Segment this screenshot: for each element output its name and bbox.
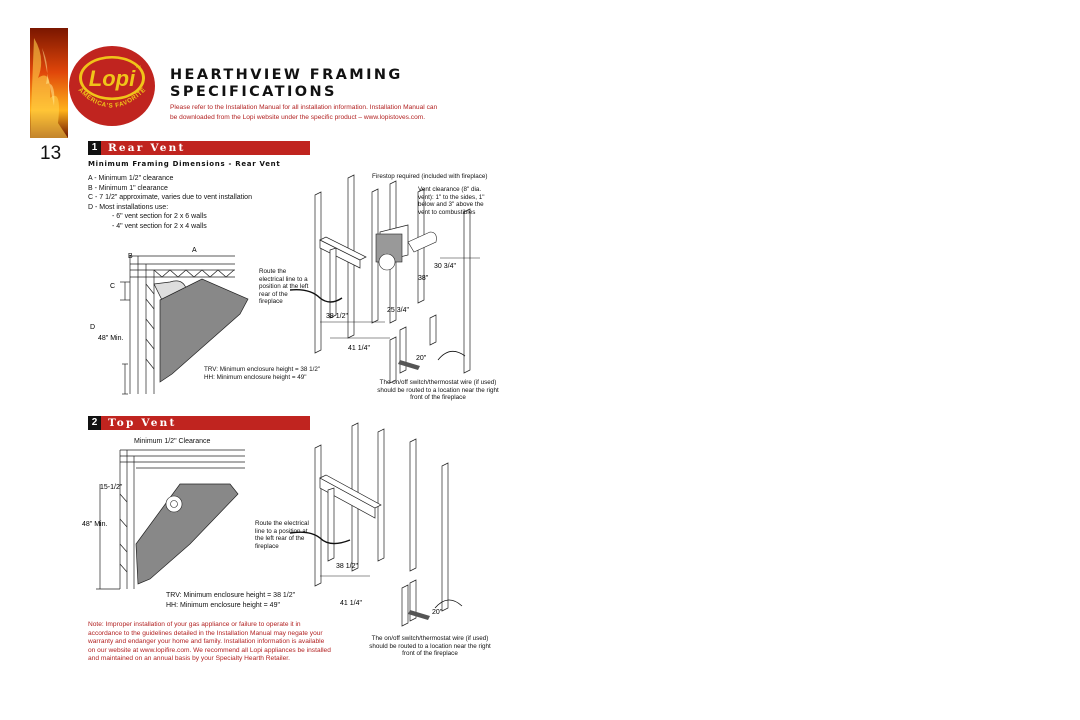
list-item: - 4" vent section for 2 x 4 walls bbox=[112, 222, 207, 230]
label-d: D bbox=[90, 324, 95, 331]
vent-clearance-line: vent): 1" to the sides, 1" bbox=[418, 193, 485, 201]
top-vent-framing-diagram: 38 1/2" 41 1/4" 20" bbox=[290, 422, 463, 627]
clearance-list: A - Minimum 1/2" clearance B - Minimum 1… bbox=[88, 174, 252, 232]
dim-15-1-2: 15-1/2" bbox=[100, 484, 123, 491]
switch-note: The on/off switch/thermostat wire (if us… bbox=[364, 379, 512, 402]
label-c: C bbox=[110, 283, 115, 290]
dim-38-1-2: 38 1/2" bbox=[326, 313, 348, 320]
route-electrical-text: Route the electrical line to a position … bbox=[259, 268, 308, 306]
dim-25-3-4: 25 3/4" bbox=[387, 307, 409, 314]
height-trv: TRV: Minimum enclosure height = 38 1/2" bbox=[166, 592, 296, 599]
height-hh: HH: Minimum enclosure height = 49" bbox=[166, 601, 280, 609]
rear-vent-side-diagram: A B C D 48" Min. bbox=[90, 247, 249, 395]
dim-41-1-4: 41 1/4" bbox=[340, 600, 362, 607]
enclosure-heights: TRV: Minimum enclosure height = 38 1/2" … bbox=[166, 591, 295, 610]
intro-line-1: Please refer to the Installation Manual … bbox=[170, 104, 438, 111]
section-label: Top Vent bbox=[108, 417, 177, 429]
height-trv: TRV: Minimum enclosure height = 38 1/2" bbox=[204, 366, 321, 373]
height-hh: HH: Minimum enclosure height = 49" bbox=[204, 373, 307, 381]
note-line: accordance to the guidelines detailed in… bbox=[88, 629, 323, 637]
route-line: Route the electrical bbox=[255, 520, 309, 527]
page-title: HEARTHVIEW FRAMING SPECIFICATIONS bbox=[170, 67, 403, 101]
dim-20: 20" bbox=[432, 609, 443, 616]
warranty-note: Note: Improper installation of your gas … bbox=[88, 621, 331, 664]
section-bar-top-vent: 2 Top Vent bbox=[88, 416, 310, 430]
dim-20: 20" bbox=[416, 355, 427, 362]
title-line-2: SPECIFICATIONS bbox=[170, 84, 337, 100]
rear-vent-framing-diagram: 30 3/4" 38" 25 3/4" 38 1/2" 41 1/4" 20" bbox=[290, 174, 480, 384]
note-line: Note: Improper installation of your gas … bbox=[88, 621, 301, 628]
route-line: Route the bbox=[259, 268, 287, 275]
dim-30-3-4: 30 3/4" bbox=[434, 263, 456, 270]
label-48-min: 48" Min. bbox=[98, 335, 123, 342]
route-line: line to a position at bbox=[255, 527, 308, 535]
firestop-note: Firestop required (included with firepla… bbox=[372, 173, 488, 180]
list-item: A - Minimum 1/2" clearance bbox=[88, 175, 174, 182]
switch-line: front of the fireplace bbox=[410, 394, 466, 402]
note-line: on our website at www.lopifire.com. We r… bbox=[88, 646, 331, 654]
route-line: fireplace bbox=[259, 298, 283, 306]
switch-line: The on/off switch/thermostat wire (if us… bbox=[379, 379, 497, 386]
list-item: C - 7 1/2" approximate, varies due to ve… bbox=[88, 194, 252, 202]
vent-clearance-line: vent to combustibles bbox=[418, 208, 476, 216]
switch-line: should be routed to a location near the … bbox=[369, 642, 491, 650]
route-line: fireplace bbox=[255, 542, 279, 550]
title-line-1: HEARTHVIEW FRAMING bbox=[170, 67, 403, 83]
note-line: warranty and endanger your home and fami… bbox=[88, 638, 325, 646]
route-line: rear of the bbox=[259, 290, 288, 298]
list-item: D - Most installations use: bbox=[88, 203, 169, 211]
intro-text: Please refer to the Installation Manual … bbox=[170, 103, 470, 123]
subheading: Minimum Framing Dimensions - Rear Vent bbox=[88, 160, 281, 168]
label-b: B bbox=[128, 253, 133, 260]
enclosure-heights: TRV: Minimum enclosure height = 38 1/2" … bbox=[204, 366, 320, 381]
dim-38-1-2: 38 1/2" bbox=[336, 563, 358, 570]
vent-clearance-note: Vent clearance (8" dia. vent): 1" to the… bbox=[418, 186, 484, 216]
label-48-min: 48" Min. bbox=[82, 521, 107, 528]
vent-clearance-line: below and 3" above the bbox=[418, 201, 484, 209]
route-line: the left rear of the bbox=[255, 535, 305, 543]
section-number: 1 bbox=[88, 141, 101, 155]
intro-line-2: be downloaded from the Lopi website unde… bbox=[170, 114, 426, 121]
label-a: A bbox=[192, 247, 197, 254]
list-item: - 6" vent section for 2 x 6 walls bbox=[112, 213, 207, 221]
switch-note: The on/off switch/thermostat wire (if us… bbox=[360, 635, 500, 658]
section-number: 2 bbox=[88, 416, 101, 430]
switch-line: front of the fireplace bbox=[402, 650, 458, 658]
dim-41-1-4: 41 1/4" bbox=[348, 345, 370, 352]
lopi-logo: Lopi TM AMERICA'S FAVORITE FIRE bbox=[28, 28, 155, 138]
page-number: 13 bbox=[40, 143, 62, 164]
list-item: B - Minimum 1" clearance bbox=[88, 184, 168, 192]
vent-clearance-line: Vent clearance (8" dia. bbox=[418, 186, 482, 193]
route-electrical-text: Route the electrical line to a position … bbox=[255, 520, 309, 550]
route-line: electrical line to a bbox=[259, 275, 308, 283]
top-vent-side-diagram: 15-1/2" 48" Min. bbox=[82, 449, 245, 590]
dim-38: 38" bbox=[418, 275, 429, 282]
switch-line: The on/off switch/thermostat wire (if us… bbox=[371, 635, 489, 642]
switch-line: should be routed to a location near the … bbox=[377, 386, 499, 394]
logo-tm: TM bbox=[135, 64, 141, 69]
note-line: and maintained on an annual basis by you… bbox=[88, 655, 290, 663]
min-clearance-label: Minimum 1/2" Clearance bbox=[134, 438, 211, 445]
section-bar-rear-vent: 1 Rear Vent bbox=[88, 141, 310, 155]
route-line: position at the left bbox=[259, 283, 309, 291]
logo-wordmark: Lopi bbox=[89, 66, 136, 91]
section-label: Rear Vent bbox=[108, 142, 186, 154]
